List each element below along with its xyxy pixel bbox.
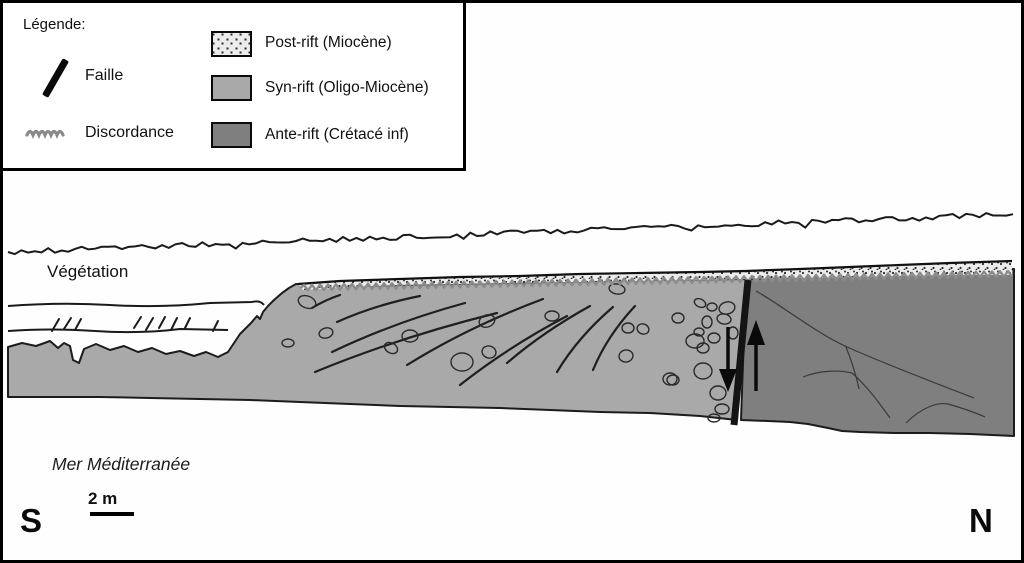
post-rift-swatch <box>211 31 252 57</box>
legend-fault-label: Faille <box>85 67 124 84</box>
unconformity-line <box>299 269 1013 292</box>
fault-line <box>730 279 752 426</box>
direction-south-label: S <box>20 502 43 539</box>
legend-box: Légende: Faille Discordance Post-rift (M… <box>3 3 466 171</box>
topography-line <box>7 211 1014 256</box>
sea-label: Mer Méditerranée <box>52 454 191 474</box>
scale-bar-line <box>90 512 134 516</box>
legend-title: Légende: <box>23 16 86 33</box>
vegetation-ticks <box>51 316 219 332</box>
ante-rift-swatch <box>211 122 252 148</box>
legend-syn-rift-label: Syn-rift (Oligo-Miocène) <box>265 79 429 96</box>
direction-north-label: N <box>969 502 993 539</box>
legend-unconformity-label: Discordance <box>85 124 174 141</box>
cross-section-drawing <box>7 211 1015 437</box>
fault-arrow-down <box>719 327 737 392</box>
ante-rift-unit <box>740 268 1015 437</box>
clasts <box>281 283 739 423</box>
foreset-beds <box>310 293 637 387</box>
fault-icon <box>41 58 70 98</box>
fault-arrow-up <box>747 320 765 391</box>
legend-ante-rift-label: Ante-rift (Crétacé inf) <box>265 126 409 143</box>
legend-post-rift-label: Post-rift (Miocène) <box>265 34 392 51</box>
syn-rift-swatch <box>211 75 252 101</box>
bedrock-fractures <box>755 290 986 424</box>
unconformity-icon <box>25 129 65 140</box>
post-rift-top-line <box>297 259 1013 286</box>
vegetation-label: Végétation <box>47 262 129 281</box>
shoreline-lines <box>7 300 265 334</box>
scale-bar: 2 m <box>88 489 134 516</box>
scale-label: 2 m <box>88 489 118 508</box>
